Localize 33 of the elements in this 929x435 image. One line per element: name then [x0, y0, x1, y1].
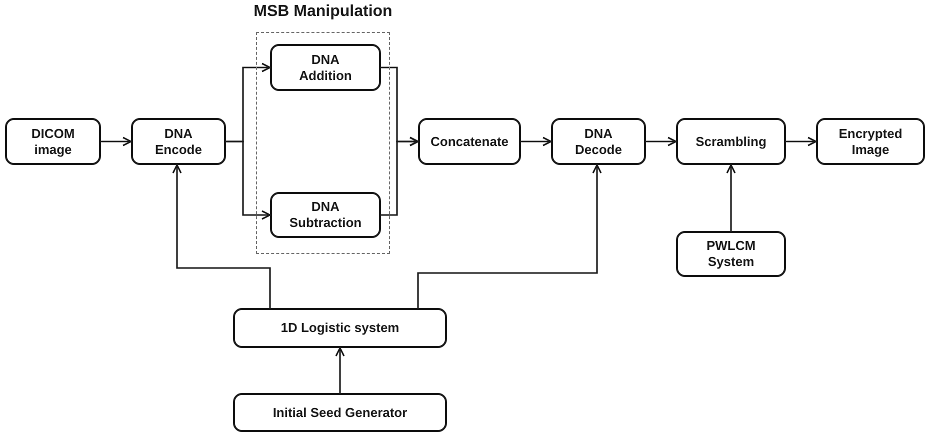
arrow	[335, 347, 345, 393]
process-box	[676, 118, 786, 165]
box-label: DNA Decode	[574, 126, 623, 158]
process-box	[816, 118, 925, 165]
process-box	[131, 118, 226, 165]
arrow	[726, 164, 736, 231]
box-label: Encrypted Image	[838, 126, 904, 158]
box-label: DNA Subtraction	[288, 199, 363, 231]
process-box	[270, 192, 381, 238]
arrow	[172, 164, 271, 308]
process-box	[418, 118, 521, 165]
process-box	[551, 118, 646, 165]
box-label: Initial Seed Generator	[272, 404, 408, 420]
process-box	[5, 118, 101, 165]
arrow	[417, 164, 602, 308]
box-label: DICOM image	[30, 126, 76, 158]
arrow	[101, 136, 132, 146]
arrow	[646, 136, 677, 146]
arrow	[226, 140, 271, 220]
box-label: DNA Encode	[154, 126, 203, 158]
process-box	[233, 393, 447, 432]
arrow	[381, 136, 419, 216]
arrow	[521, 136, 552, 146]
group-heading: MSB Manipulation	[252, 2, 394, 22]
process-box	[676, 231, 786, 277]
box-label: Scrambling	[696, 134, 766, 150]
box-label: PWLCM System	[705, 238, 757, 270]
process-box	[233, 308, 447, 348]
box-label: 1D Logistic system	[280, 320, 400, 336]
box-label: DNA Addition	[298, 52, 353, 84]
process-box	[270, 44, 381, 91]
arrow	[786, 136, 817, 146]
box-label: Concatenate	[430, 134, 509, 150]
